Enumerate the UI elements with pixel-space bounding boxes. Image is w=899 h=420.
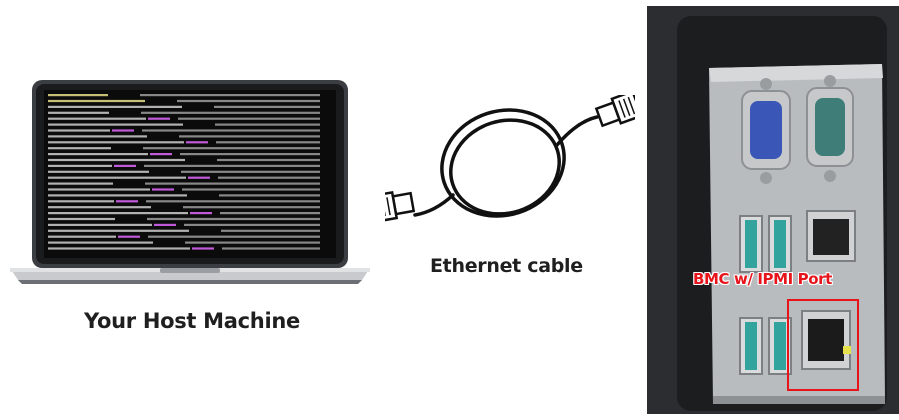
- host-machine-label: Your Host Machine: [84, 309, 300, 333]
- terminal-line: [215, 123, 320, 126]
- terminal-highlight: [190, 212, 212, 215]
- ipmi-port-highlight-box: [787, 299, 859, 391]
- terminal-line: [48, 241, 153, 244]
- terminal-line: [48, 217, 115, 221]
- terminal-line: [48, 164, 112, 167]
- terminal-line: [48, 188, 150, 191]
- terminal-line: [179, 135, 320, 138]
- ethernet-cable-icon: [385, 95, 635, 245]
- terminal-highlight: [118, 235, 140, 238]
- lan-port-top: [806, 210, 856, 262]
- terminal-line: [48, 147, 111, 150]
- terminal-highlight: [148, 117, 170, 120]
- terminal-line: [48, 247, 190, 250]
- terminal-highlight: [112, 129, 134, 132]
- vga-port: [741, 78, 791, 184]
- terminal-highlight: [186, 141, 208, 144]
- terminal-line: [48, 235, 116, 238]
- terminal-line: [178, 117, 320, 120]
- terminal-line: [48, 94, 108, 97]
- terminal-line: [48, 206, 151, 209]
- usb-ports-bottom: [739, 317, 792, 375]
- terminal-line: [181, 170, 320, 173]
- terminal-line: [48, 158, 185, 162]
- terminal-line: [177, 99, 320, 103]
- terminal-line: [216, 141, 320, 144]
- laptop-icon: [10, 80, 370, 295]
- terminal-line: [217, 158, 320, 162]
- terminal-highlight: [188, 176, 210, 179]
- terminal-line: [183, 206, 320, 209]
- terminal-line: [222, 247, 320, 250]
- terminal-highlight: [152, 188, 174, 191]
- terminal-line: [147, 217, 320, 221]
- terminal-line: [218, 176, 320, 179]
- terminal-line: [48, 129, 110, 132]
- terminal-highlight: [154, 223, 176, 226]
- terminal-line: [219, 194, 320, 197]
- terminal-highlight: [116, 200, 138, 203]
- terminal-line: [143, 147, 320, 150]
- terminal-line: [48, 223, 152, 226]
- terminal-line: [145, 182, 320, 185]
- terminal-line: [141, 111, 320, 114]
- terminal-line: [48, 182, 113, 185]
- serial-port: [806, 75, 854, 182]
- terminal-line: [140, 94, 320, 97]
- terminal-line: [184, 223, 320, 226]
- terminal-line: [185, 241, 320, 244]
- terminal-line: [48, 135, 147, 138]
- ipmi-lan-port: [801, 310, 851, 370]
- terminal-line: [48, 229, 189, 232]
- terminal-line: [48, 99, 145, 103]
- terminal-line: [48, 153, 148, 156]
- terminal-highlight: [114, 164, 136, 167]
- bmc-ipmi-port-label: BMC w/ IPMI Port: [693, 270, 832, 288]
- terminal-line: [146, 200, 320, 203]
- terminal-line: [48, 141, 184, 144]
- terminal-line: [48, 105, 182, 108]
- terminal-line: [148, 235, 320, 238]
- terminal-line: [48, 123, 183, 126]
- terminal-highlight: [192, 247, 214, 250]
- terminal-line: [48, 194, 187, 197]
- terminal-line: [221, 229, 320, 232]
- terminal-highlight: [150, 153, 172, 156]
- server-back-panel-photo: [647, 6, 899, 414]
- terminal-line: [214, 105, 320, 108]
- terminal-line: [48, 117, 146, 120]
- terminal-line: [144, 164, 320, 167]
- terminal-line: [220, 212, 320, 215]
- terminal-line: [48, 200, 114, 203]
- usb-ports-top: [739, 215, 792, 273]
- terminal-line: [180, 153, 320, 156]
- terminal-line: [48, 111, 109, 114]
- terminal-line: [48, 176, 186, 179]
- terminal-line: [48, 212, 188, 215]
- terminal-line: [182, 188, 320, 191]
- terminal-line: [48, 170, 149, 173]
- terminal-line: [142, 129, 320, 132]
- ethernet-cable-label: Ethernet cable: [430, 255, 583, 277]
